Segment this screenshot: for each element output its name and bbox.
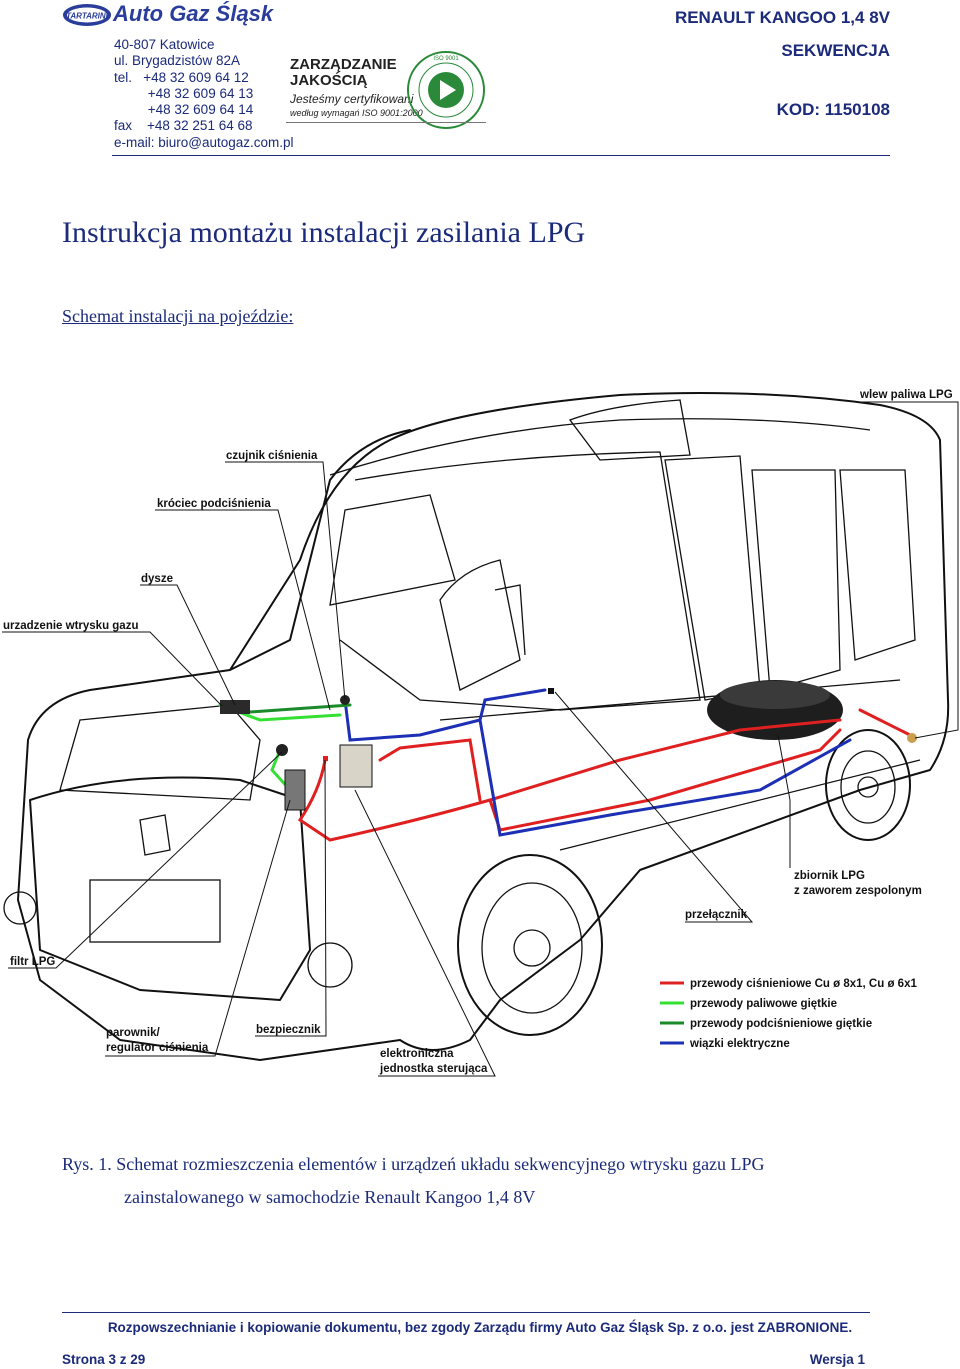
- footer-rule: [62, 1312, 870, 1313]
- logo-badge: TARTARINI: [66, 12, 109, 21]
- installation-diagram: wlew paliwa LPG czujnik ciśnienia krócie…: [2, 389, 959, 1077]
- ecu-icon: [339, 744, 373, 788]
- section-subtitle: Schemat instalacji na pojeździe:: [62, 306, 294, 326]
- injector-rail-icon: [220, 700, 250, 714]
- label-reducer-1: parownik/: [106, 1027, 160, 1039]
- contact-line: +48 32 609 64 13: [114, 85, 254, 101]
- contact-line: +48 32 609 64 14: [114, 102, 254, 118]
- document-version: Wersja 1: [809, 1352, 865, 1367]
- company-brand: Auto Gaz Śląsk: [113, 1, 274, 26]
- legend: przewody ciśnieniowe Cu ø 8x1, Cu ø 6x1 …: [660, 978, 917, 1050]
- legend-label-wiring: wiązki elektryczne: [689, 1038, 790, 1050]
- label-nozzles: dysze: [141, 573, 173, 585]
- vehicle-model: RENAULT KANGOO 1,4 8V: [674, 8, 890, 27]
- company-logo: TARTARINI: [63, 4, 111, 26]
- certificate-subtitle: Jesteśmy certyfikowani: [290, 92, 414, 106]
- contact-line: ul. Brygadzistów 82A: [114, 53, 241, 69]
- caption-line-1: Rys. 1. Schemat rozmieszczenia elementów…: [62, 1154, 765, 1174]
- label-reducer-2: regulator ciśnienia: [106, 1042, 209, 1054]
- label-vacuum-port: króciec podciśnienia: [157, 498, 271, 510]
- copyright-notice: Rozpowszechnianie i kopiowanie dokumentu…: [107, 1320, 853, 1335]
- label-ecu-1: elektroniczna: [380, 1048, 454, 1060]
- label-injector: urzadzenie wtrysku gazu: [3, 620, 138, 632]
- iso-seal-icon: ISO 9001: [407, 51, 485, 129]
- svg-text:ISO 9001: ISO 9001: [433, 56, 459, 62]
- figure-caption: Rys. 1. Schemat rozmieszczenia elementów…: [62, 1148, 765, 1214]
- label-switch: przełącznik: [685, 909, 748, 921]
- contact-line: 40-807 Katowice: [114, 37, 215, 52]
- fuse-icon: [323, 756, 328, 761]
- page-number: Strona 3 z 29: [62, 1352, 146, 1367]
- label-fill-inlet: wlew paliwa LPG: [859, 389, 953, 401]
- page-title: Instrukcja montażu instalacji zasilania …: [62, 216, 586, 249]
- contact-block: 40-807 Katowice ul. Brygadzistów 82A tel…: [114, 37, 294, 151]
- header-rule: [112, 155, 890, 156]
- contact-line: fax +48 32 251 64 68: [114, 118, 253, 134]
- label-filter: filtr LPG: [10, 956, 55, 968]
- fill-inlet-icon: [907, 733, 917, 743]
- filter-icon: [276, 744, 288, 756]
- label-tank-1: zbiornik LPG: [794, 870, 865, 882]
- label-tank-2: z zaworem zespolonym: [794, 885, 922, 897]
- certificate-note: według wymagań ISO 9001:2000: [290, 108, 423, 118]
- contact-line: tel. +48 32 609 64 12: [114, 69, 249, 85]
- legend-label-fuel: przewody paliwowe giętkie: [690, 998, 837, 1010]
- document-code: KOD: 1150108: [776, 100, 890, 119]
- reducer-icon: [284, 769, 306, 811]
- caption-line-2: zainstalowanego w samochodzie Renault Ka…: [124, 1187, 536, 1207]
- system-type: SEKWENCJA: [781, 41, 890, 60]
- legend-label-pressure: przewody ciśnieniowe Cu ø 8x1, Cu ø 6x1: [690, 978, 917, 990]
- label-fuse: bezpiecznik: [256, 1024, 321, 1036]
- label-pressure-sensor: czujnik ciśnienia: [226, 450, 318, 462]
- switch-icon: [548, 688, 554, 694]
- certificate-title: ZARZĄDZANIE JAKOŚCIĄ: [290, 56, 397, 89]
- contact-line: e-mail: biuro@autogaz.com.pl: [114, 134, 294, 150]
- legend-label-vacuum: przewody podciśnieniowe giętkie: [690, 1018, 872, 1030]
- label-ecu-2: jednostka sterująca: [379, 1063, 488, 1075]
